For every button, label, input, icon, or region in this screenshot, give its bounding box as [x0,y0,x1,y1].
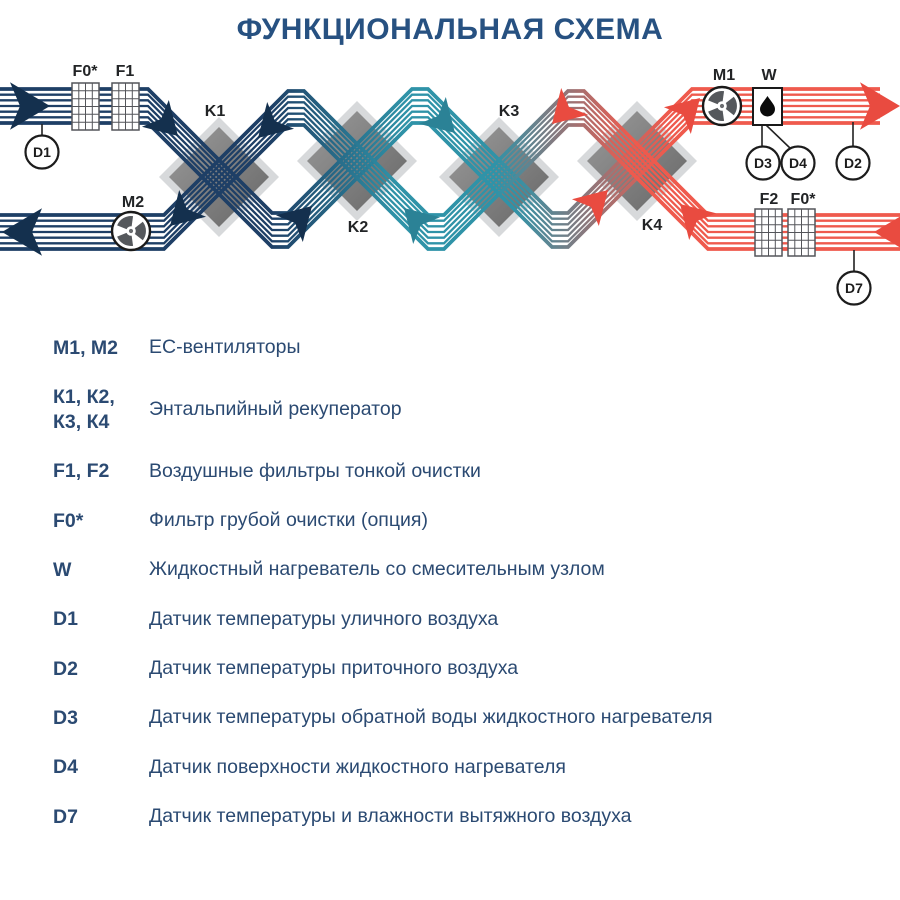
legend-row-m1-m2: M1, M2 ЕС-вентиляторы [53,336,883,360]
legend-key: D3 [53,707,78,729]
legend-desc: Фильтр грубой очистки (опция) [149,508,428,531]
legend-key: К1, К2,К3, К4 [53,386,115,433]
sensor-d7: D7 [836,270,872,306]
label-w: W [761,67,777,84]
filter-f0-exhaust [787,208,816,257]
functional-scheme-diagram: D1 D2 D3 D4 D7 F0* F1 K1 K2 K3 K4 M1 W M… [0,63,900,306]
legend-row-w: W Жидкостный нагреватель со смесительным… [53,558,883,582]
filter-f0-supply [71,82,100,131]
label-k4: K4 [642,217,663,234]
legend-key: M1, M2 [53,337,119,359]
legend-key: D1 [53,608,78,631]
label-m2: M2 [122,194,144,211]
legend-row-d3: D3 Датчик температуры обратной воды жидк… [53,706,883,730]
sensor-connector-lines [41,122,855,271]
legend-desc: Датчик температуры обратной воды жидкост… [149,706,713,729]
sensor-d2: D2 [835,145,871,181]
legend-row-d2: D2 Датчик температуры приточного воздуха [53,657,883,681]
svg-text:D3: D3 [754,155,772,171]
sensor-d1: D1 [24,134,60,170]
water-heater-w [752,87,783,126]
legend-desc: Датчик температуры уличного воздуха [149,607,499,630]
legend-row-k1-k4: К1, К2,К3, К4 Энтальпийный рекуператор [53,385,883,434]
legend-row-d4: D4 Датчик поверхности жидкостного нагрев… [53,755,883,779]
legend-desc: Датчик температуры и влажности вытяжного… [149,805,632,828]
sensor-d3: D3 [745,145,781,181]
label-k2: K2 [348,219,369,236]
svg-text:D4: D4 [789,155,807,171]
filter-f2 [754,208,783,257]
legend-desc: Датчик поверхности жидкостного нагревате… [149,755,566,778]
label-f0-exhaust: F0* [791,191,817,208]
legend-desc: Жидкостный нагреватель со смесительным у… [149,558,605,581]
label-k3: K3 [499,103,520,120]
sensor-d4: D4 [780,145,816,181]
fan-m1-icon [701,85,743,127]
legend-key: W [53,558,72,581]
legend-row-d1: D1 Датчик температуры уличного воздуха [53,607,883,631]
legend-row-f0: F0* Фильтр грубой очистки (опция) [53,509,883,533]
filter-f1 [111,82,140,131]
legend-desc: Энтальпийный рекуператор [149,398,402,421]
legend-row-d7: D7 Датчик температуры и влажности вытяжн… [53,805,883,829]
legend-desc: Датчик температуры приточного воздуха [149,657,519,680]
page-title: ФУНКЦИОНАЛЬНАЯ СХЕМА [236,13,664,46]
label-k1: K1 [205,103,226,120]
water-drop-icon [760,96,775,117]
label-f0-supply: F0* [73,63,99,80]
legend-desc: ЕС-вентиляторы [149,336,301,359]
fan-m2-icon [110,210,152,252]
label-f2: F2 [760,191,779,208]
svg-text:D7: D7 [845,280,863,296]
legend-key: D7 [53,805,78,828]
legend-desc: Воздушные фильтры тонкой очистки [149,459,481,482]
legend-key: F1, F2 [53,460,110,483]
legend-key: F0* [53,509,84,532]
svg-text:D1: D1 [33,144,51,160]
label-m1: M1 [713,67,735,84]
legend-key: D4 [53,756,78,779]
legend-row-f1-f2: F1, F2 Воздушные фильтры тонкой очистки [53,459,883,483]
legend: M1, M2 ЕС-вентиляторы К1, К2,К3, К4 Энта… [53,336,883,829]
legend-key: D2 [53,657,78,680]
label-f1: F1 [116,63,135,80]
svg-text:D2: D2 [844,155,862,171]
